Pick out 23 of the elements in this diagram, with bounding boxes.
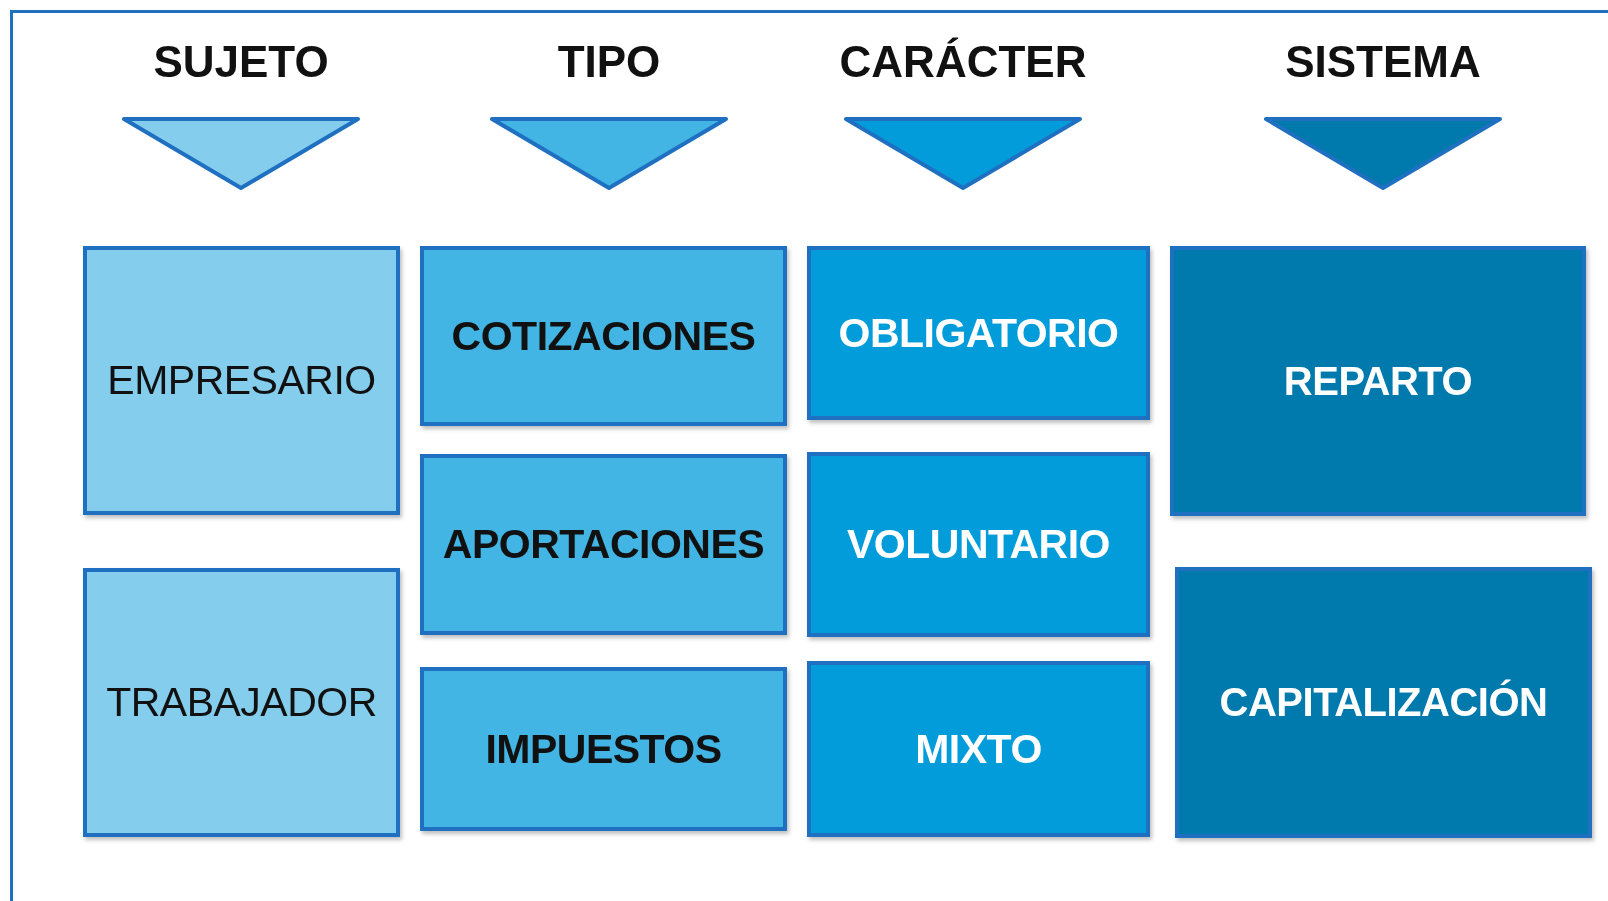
box-label: EMPRESARIO — [107, 357, 376, 404]
box-label: IMPUESTOS — [485, 725, 722, 773]
category-box — [420, 246, 787, 426]
box-label: APORTACIONES — [442, 521, 765, 568]
column-heading: SUJETO — [153, 40, 329, 84]
category-box — [807, 452, 1150, 637]
category-box — [420, 667, 787, 831]
column-heading: TIPO — [557, 40, 661, 84]
category-box — [807, 246, 1150, 420]
category-box — [1175, 567, 1592, 838]
category-box — [83, 568, 400, 837]
box-label: CAPITALIZACIÓN — [1219, 680, 1548, 725]
box-label: REPARTO — [1283, 358, 1473, 404]
box-label: COTIZACIONES — [451, 312, 756, 360]
category-box — [1170, 246, 1586, 516]
box-label: TRABAJADOR — [106, 679, 377, 726]
box-label: OBLIGATORIO — [838, 309, 1119, 357]
box-label: MIXTO — [915, 725, 1042, 773]
category-box — [83, 246, 400, 515]
category-box — [420, 454, 787, 635]
category-box — [807, 661, 1150, 837]
column-heading: SISTEMA — [1285, 40, 1481, 84]
box-label: VOLUNTARIO — [847, 521, 1110, 568]
